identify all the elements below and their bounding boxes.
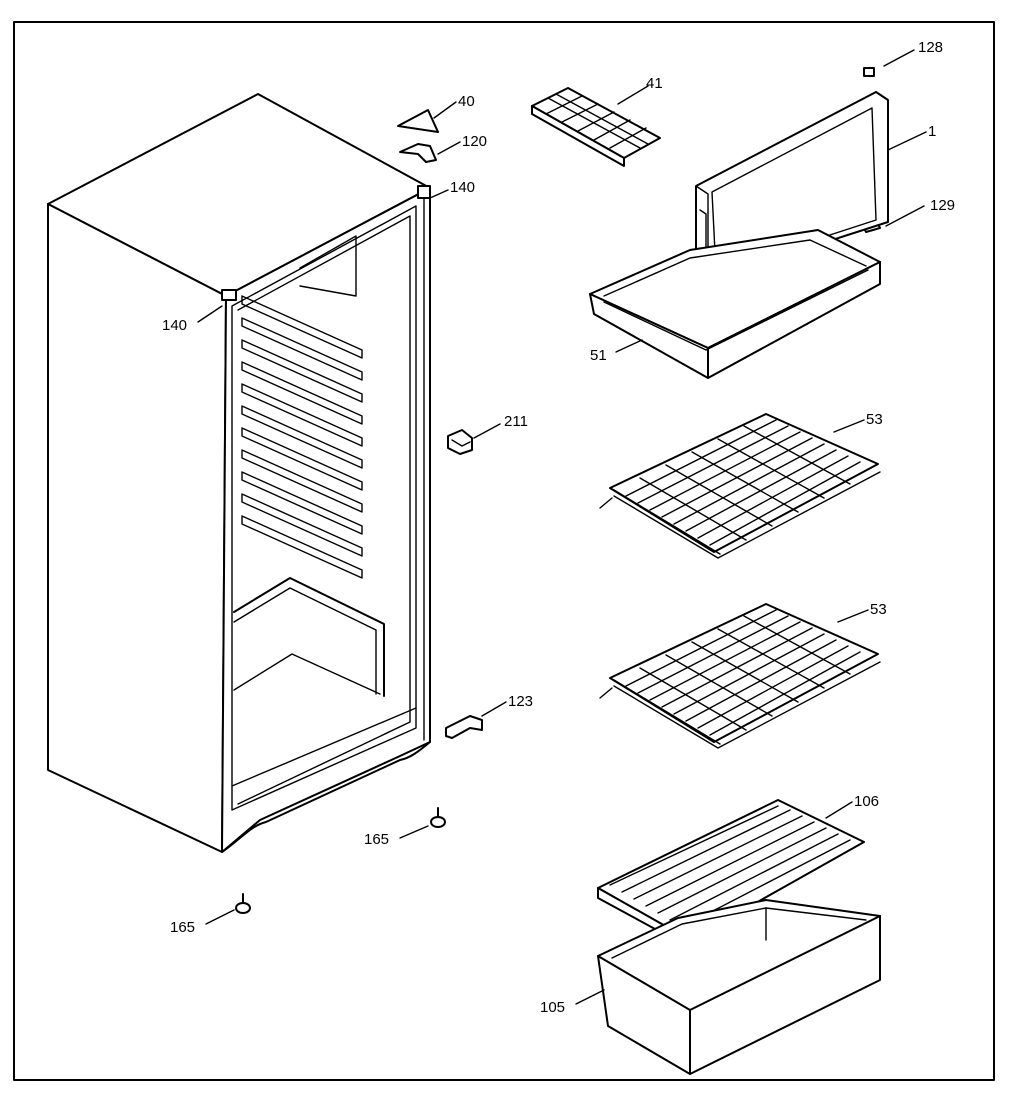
label-129: 129	[930, 197, 955, 214]
part-40	[397, 109, 439, 133]
part-211	[447, 429, 473, 455]
shelf-rails	[241, 295, 363, 579]
label-41: 41	[646, 75, 663, 92]
label-128: 128	[918, 39, 943, 56]
label-165-lower: 165	[170, 919, 195, 936]
wire-shelf-lower	[599, 603, 881, 749]
label-53-lower: 53	[870, 601, 887, 618]
part-labels: 128 41 40 120 1 140 129 140 51 211 53 53…	[162, 39, 955, 1016]
part-123	[445, 715, 483, 739]
freezer-tray	[589, 229, 881, 379]
crisper-cover-recess	[233, 577, 385, 697]
wire-shelf-upper	[599, 413, 881, 559]
part-120	[399, 143, 437, 163]
leveling-leg-upper	[430, 807, 446, 828]
label-140-left: 140	[162, 317, 187, 334]
label-51: 51	[590, 347, 607, 364]
label-120: 120	[462, 133, 487, 150]
refrigerator-cabinet	[47, 93, 431, 853]
label-53-upper: 53	[866, 411, 883, 428]
ice-tray	[531, 87, 661, 167]
label-123: 123	[508, 693, 533, 710]
label-40: 40	[458, 93, 475, 110]
leader-lines	[197, 49, 927, 1005]
label-165-upper: 165	[364, 831, 389, 848]
leveling-leg-lower	[235, 893, 251, 914]
crisper-drawer	[597, 899, 881, 1075]
label-140-top: 140	[450, 179, 475, 196]
part-128	[863, 67, 875, 77]
label-211: 211	[504, 413, 528, 430]
label-1: 1	[928, 123, 936, 140]
label-106: 106	[854, 793, 879, 810]
diagram-border	[13, 21, 995, 1081]
label-105: 105	[540, 999, 565, 1016]
